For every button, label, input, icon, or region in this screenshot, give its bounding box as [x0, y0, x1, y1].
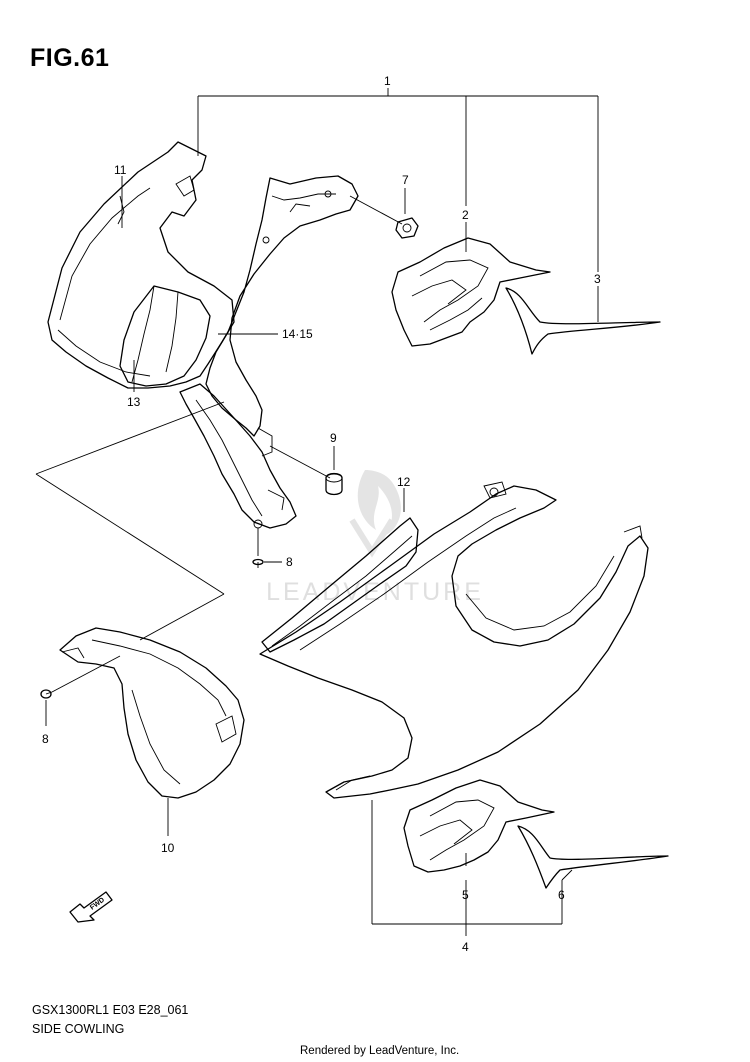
grommet-9 — [325, 472, 343, 496]
callout-11: 11 — [114, 163, 127, 177]
side-cowling-4 — [259, 481, 649, 799]
decal-2 — [391, 237, 551, 347]
rivet-8-upper — [252, 558, 264, 568]
fwd-arrow-icon: FWD — [69, 891, 113, 923]
leaders-upper — [45, 176, 406, 836]
callout-7: 7 — [402, 173, 409, 187]
drawing-code: GSX1300RL1 E03 E28_061 — [32, 1003, 189, 1017]
explode-lines — [35, 401, 225, 641]
callout-1-bracket — [197, 88, 599, 322]
nut-7 — [395, 217, 419, 239]
callout-4-bracket — [371, 800, 573, 936]
callout-12: 12 — [397, 475, 411, 489]
watermark-logo: LEADVENTURE — [266, 470, 484, 606]
decal-6 — [517, 825, 669, 889]
callout-14-15: 14·15 — [282, 327, 313, 341]
figure-title: FIG.61 — [30, 44, 110, 72]
callout-4: 4 — [462, 940, 469, 954]
decal-3 — [505, 287, 661, 355]
rivet-8-lower — [40, 689, 53, 699]
section-name: SIDE COWLING — [32, 1022, 125, 1036]
callout-1: 1 — [384, 74, 391, 88]
credit-text: Rendered by LeadVenture, Inc. — [300, 1045, 460, 1057]
callout-9: 9 — [330, 431, 337, 445]
decal-5 — [403, 779, 555, 873]
callout-6: 6 — [558, 888, 565, 902]
inner-panel-10 — [59, 627, 245, 799]
callout-10: 10 — [161, 841, 175, 855]
cowling-strip-12 — [261, 517, 419, 653]
callout-8-lower: 8 — [42, 732, 49, 746]
callout-2: 2 — [462, 208, 469, 222]
callout-8-upper: 8 — [286, 555, 293, 569]
callout-13: 13 — [127, 395, 141, 409]
fwd-label: FWD — [89, 897, 106, 912]
inner-cowling-upper — [47, 141, 359, 529]
watermark-text: LEADVENTURE — [266, 578, 484, 606]
callout-5: 5 — [462, 888, 469, 902]
callout-3: 3 — [594, 272, 601, 286]
